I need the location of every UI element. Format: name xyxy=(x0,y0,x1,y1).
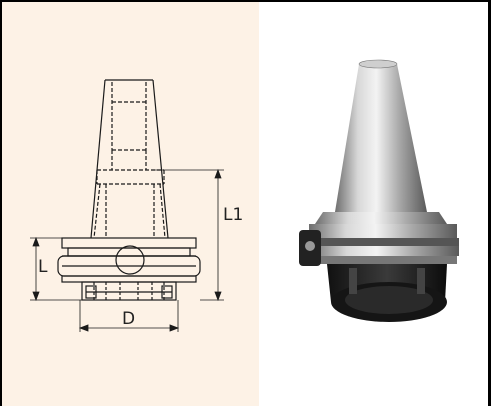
dimension-label-d: D xyxy=(122,309,135,329)
dimension-label-l1: L1 xyxy=(223,205,243,225)
tool-holder-photo xyxy=(299,59,459,322)
frame-border-right xyxy=(488,0,491,406)
product-photo-panel xyxy=(259,2,488,406)
technical-drawing-panel: L1 L D xyxy=(2,2,259,406)
frame-border-top xyxy=(0,0,491,2)
frame-border-left xyxy=(0,0,2,406)
tool-holder-technical-drawing: L1 L D xyxy=(30,79,243,332)
dimension-label-l: L xyxy=(38,257,48,277)
